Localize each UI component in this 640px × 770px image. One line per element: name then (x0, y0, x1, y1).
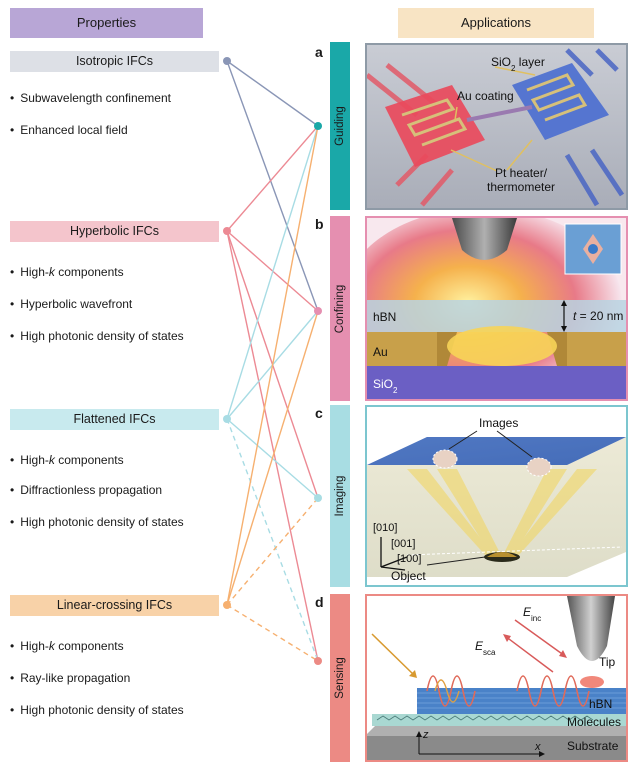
label-hbn-d: hBN (589, 697, 612, 711)
properties-header: Properties (10, 8, 203, 38)
connection-line (226, 60, 319, 127)
connection-line (226, 497, 319, 606)
flattened-ifc-box: Flattened IFCs (10, 409, 219, 430)
label-object: Object (391, 569, 426, 583)
label-axis-x: x (534, 741, 541, 753)
tab-label: Guiding (334, 106, 346, 146)
tab-guiding: Guiding (330, 42, 350, 210)
panel-letter-d: d (315, 594, 324, 610)
label-au-coating: Au coating (457, 89, 514, 103)
svg-text:Esca: Esca (475, 639, 496, 657)
connection-line (226, 418, 319, 662)
bullet-item: Hyperbolic wavefront (10, 297, 132, 311)
bullet-item: Enhanced local field (10, 123, 127, 137)
connection-dot (223, 227, 231, 235)
bullet-item: High-k components (10, 265, 123, 279)
label-axis-001: [001] (391, 538, 415, 550)
connection-line (226, 125, 319, 606)
bullet-item: Ray-like propagation (10, 671, 130, 685)
bullet-item: High-k components (10, 453, 123, 467)
label-pt-heater: Pt heater/ (495, 166, 548, 180)
bullet-item: High photonic density of states (10, 703, 183, 717)
connection-line (226, 604, 319, 662)
connection-dot (223, 57, 231, 65)
panel-confining: t = 20 nm hBN Au SiO2 (365, 216, 628, 401)
tab-sensing: Sensing (330, 594, 350, 762)
tab-label: Confining (334, 284, 346, 333)
bullet-item: Diffractionless propagation (10, 483, 162, 497)
svg-text:SiO2: SiO2 (373, 377, 398, 395)
hyperbolic-ifc-box: Hyperbolic IFCs (10, 221, 219, 242)
connection-line (226, 230, 319, 662)
panel-letter-c: c (315, 405, 323, 421)
label-images: Images (479, 416, 518, 430)
applications-header: Applications (398, 8, 594, 38)
label-molecules: Molecules (567, 715, 621, 729)
label-axis-z: z (422, 729, 429, 741)
panel-imaging: Images [010] [001] [100] Object (365, 405, 628, 587)
panel-letter-b: b (315, 216, 324, 232)
panel-guiding: SiO2 layer Au coating Pt heater/ thermom… (365, 43, 628, 210)
connection-line (226, 125, 319, 232)
tab-imaging: Imaging (330, 405, 350, 587)
panel-sensing: Einc Esca Tip hBN Molecules Substrate z … (365, 594, 628, 762)
svg-text:Einc: Einc (523, 605, 541, 623)
label-tip: Tip (599, 655, 616, 669)
isotropic-ifc-box: Isotropic IFCs (10, 51, 219, 72)
connection-dot (314, 307, 322, 315)
bullet-item: High-k components (10, 639, 123, 653)
bullet-item: High photonic density of states (10, 329, 183, 343)
connection-line (226, 310, 319, 606)
connection-dot (223, 415, 231, 423)
label-au: Au (373, 345, 388, 359)
linear-crossing-ifc-box: Linear-crossing IFCs (10, 595, 219, 616)
label-axis-100: [100] (397, 553, 421, 565)
label-axis-010: [010] (373, 522, 397, 534)
svg-text:SiO2 layer: SiO2 layer (491, 55, 545, 73)
connection-line (226, 60, 319, 312)
tab-confining: Confining (330, 216, 350, 401)
bullet-item: Subwavelength confinement (10, 91, 171, 105)
label-thermometer: thermometer (487, 180, 555, 194)
bullet-item: High photonic density of states (10, 515, 183, 529)
connection-dot (314, 657, 322, 665)
connection-dot (223, 601, 231, 609)
label-hbn: hBN (373, 310, 396, 324)
tab-label: Sensing (334, 657, 346, 699)
svg-text:t = 20 nm: t = 20 nm (573, 309, 623, 323)
tab-label: Imaging (334, 475, 346, 517)
connection-line (226, 125, 319, 420)
connection-dot (314, 494, 322, 502)
panel-letter-a: a (315, 44, 323, 60)
label-substrate: Substrate (567, 739, 619, 753)
connection-dot (314, 122, 322, 130)
